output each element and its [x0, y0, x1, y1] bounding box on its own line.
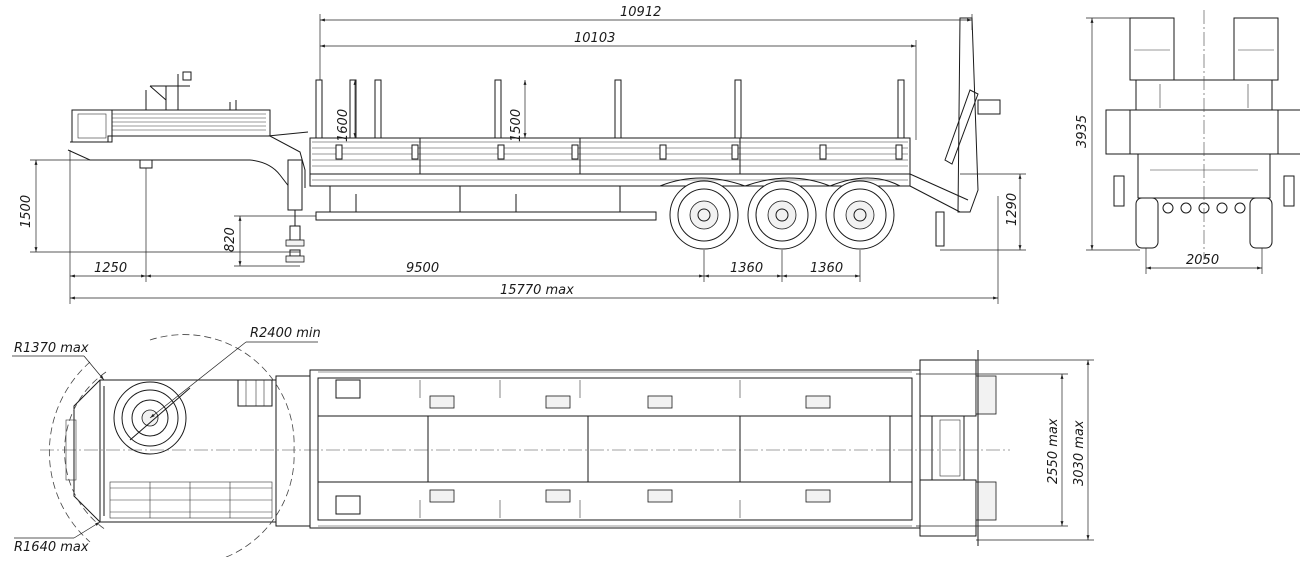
dim-stake-height-mid: 1500	[509, 109, 524, 142]
rear-wheel-right	[1249, 197, 1273, 249]
front-mast	[145, 71, 237, 110]
stakes	[315, 79, 905, 139]
dim-overall-top: 10912	[620, 5, 661, 20]
rear-ramp	[909, 17, 1001, 247]
dim-stake-height-front: 1600	[336, 109, 351, 142]
label-radius-front: R1370 max	[14, 341, 89, 356]
wheel-1	[669, 180, 739, 250]
rear-support-leg	[935, 211, 945, 247]
dim-wheelbase: 9500	[406, 261, 439, 276]
platform	[309, 137, 911, 221]
rear-view-dimensions: 3935 2050	[1075, 17, 1263, 274]
plan-rear-ramps	[919, 350, 997, 546]
rear-ramp-right	[1233, 17, 1279, 81]
side-view-dimensions: 10912 10103 1600 1500 1500 820 1290 1250…	[19, 5, 1026, 304]
side-view	[67, 17, 1001, 263]
dim-rear-height: 3935	[1075, 115, 1090, 148]
wheel-2	[747, 180, 817, 250]
gooseneck-lower-frame	[67, 149, 291, 189]
plan-view-dimensions: R1370 max R2400 min R1640 max 2550 max 3…	[12, 326, 1094, 555]
label-radius-swing: R2400 min	[250, 326, 321, 341]
dim-axle-spacing-1: 1360	[730, 261, 763, 276]
dim-kingpin-offset: 1250	[94, 261, 127, 276]
gooseneck-deck-slats	[112, 113, 266, 131]
plan-view	[40, 334, 1010, 562]
dim-plan-width-1: 2550 max	[1046, 418, 1061, 484]
plan-stake-pockets	[335, 379, 831, 518]
rear-view	[1105, 10, 1300, 260]
arc-corner-radius	[49, 361, 91, 543]
dim-rear-track: 2050	[1186, 253, 1219, 268]
rear-ramp-left	[1129, 17, 1175, 81]
plan-valve-block	[237, 379, 273, 407]
plan-gooseneck-grille	[109, 481, 273, 519]
dim-total-length: 15770 max	[500, 283, 574, 298]
kingpin	[139, 159, 153, 169]
dim-plan-width-2: 3030 max	[1072, 420, 1087, 486]
dim-coupling-height: 1500	[19, 195, 34, 228]
dim-landing-gear: 820	[223, 227, 238, 252]
wheel-3	[825, 180, 895, 250]
gooseneck-deck	[107, 109, 271, 137]
landing-gear	[285, 159, 305, 263]
dim-deck-height: 1290	[1005, 193, 1020, 226]
side-underrun-bar	[315, 211, 657, 221]
rear-wheel-left	[1135, 197, 1159, 249]
plan-platform	[309, 369, 921, 529]
dim-platform: 10103	[574, 31, 615, 46]
rear-frame	[1105, 109, 1300, 155]
gooseneck-neck	[70, 135, 306, 188]
label-radius-corner: R1640 max	[14, 540, 89, 555]
dim-axle-spacing-2: 1360	[810, 261, 843, 276]
arc-front-radius	[64, 371, 107, 531]
axle-group	[659, 177, 901, 250]
